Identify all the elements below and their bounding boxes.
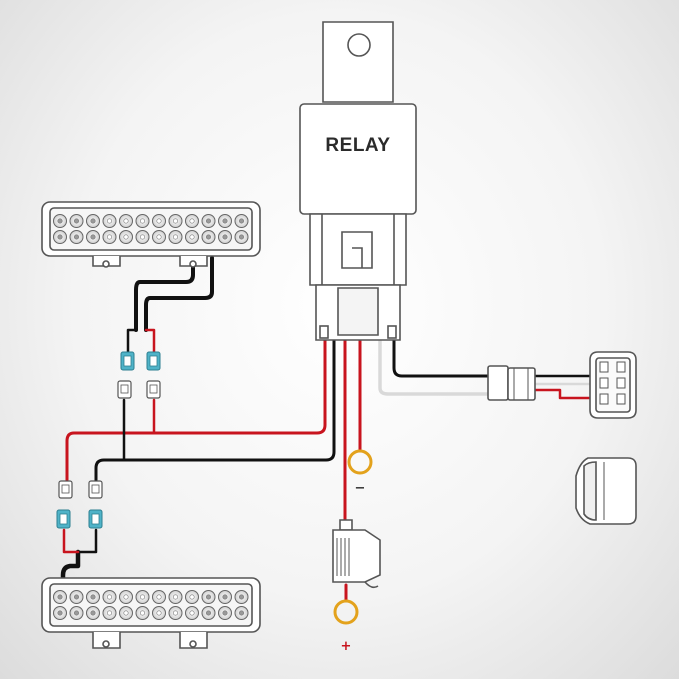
led-emitter — [90, 594, 96, 600]
led-emitter — [173, 218, 179, 224]
led-emitter — [107, 594, 113, 600]
led-emitter — [173, 610, 179, 616]
led-emitter — [189, 610, 195, 616]
connector-bottom-male-black — [88, 480, 103, 499]
led-emitter — [74, 594, 80, 600]
led-emitter — [206, 610, 212, 616]
rocker-switch-cap-icon — [575, 457, 637, 525]
led-emitter — [90, 218, 96, 224]
negative-ring-terminal: − — [347, 449, 373, 496]
led-light-bar-top — [41, 201, 261, 268]
led-emitter — [173, 594, 179, 600]
led-emitter — [156, 218, 162, 224]
rocker-switch-icon — [589, 351, 637, 419]
led-emitter — [57, 234, 63, 240]
fuse-holder-icon — [332, 519, 381, 589]
wires — [60, 256, 612, 602]
led-emitter — [90, 234, 96, 240]
relay-body — [299, 103, 417, 215]
connector-top-female-black — [120, 351, 135, 371]
led-emitter — [107, 218, 113, 224]
led-emitter — [57, 594, 63, 600]
connector-top-male-red — [146, 380, 161, 399]
led-emitter — [140, 218, 146, 224]
led-emitter — [239, 218, 245, 224]
switch-out-red — [533, 388, 606, 400]
top-bar-leds — [53, 214, 249, 244]
negative-sign: − — [355, 481, 366, 496]
led-emitter — [156, 594, 162, 600]
led-emitter — [74, 610, 80, 616]
led-emitter — [239, 234, 245, 240]
top-bar-red-lead — [144, 256, 214, 332]
led-emitter — [140, 594, 146, 600]
led-emitter — [206, 234, 212, 240]
connector-bottom-female-black — [88, 509, 103, 529]
led-emitter — [140, 610, 146, 616]
relay-mounting-tab — [322, 21, 394, 103]
led-emitter — [107, 234, 113, 240]
harness-plug-icon — [487, 365, 536, 401]
switch-white-wire — [378, 338, 492, 396]
led-light-bar-bottom — [41, 577, 261, 649]
led-emitter — [74, 218, 80, 224]
led-emitter — [222, 234, 228, 240]
led-emitter — [173, 234, 179, 240]
led-emitter — [74, 234, 80, 240]
connector-bottom-female-red — [56, 509, 71, 529]
led-emitter — [123, 218, 129, 224]
bottom-bar-leds — [53, 590, 249, 620]
led-emitter — [239, 594, 245, 600]
led-emitter — [90, 610, 96, 616]
led-emitter — [239, 610, 245, 616]
connector-top-female-red — [146, 351, 161, 371]
black-ground-wire — [94, 338, 336, 482]
led-emitter — [222, 218, 228, 224]
bottom-bar-split-red — [62, 528, 80, 554]
led-emitter — [222, 594, 228, 600]
top-bar-black-lead — [134, 256, 195, 332]
led-emitter — [123, 234, 129, 240]
led-emitter — [156, 234, 162, 240]
led-emitter — [123, 610, 129, 616]
led-emitter — [57, 610, 63, 616]
positive-ring-terminal: + — [333, 599, 359, 654]
led-emitter — [189, 218, 195, 224]
led-emitter — [206, 594, 212, 600]
led-emitter — [156, 610, 162, 616]
bottom-bar-split-black — [76, 528, 98, 554]
led-emitter — [222, 610, 228, 616]
led-emitter — [189, 234, 195, 240]
relay-label: RELAY — [325, 135, 390, 156]
led-emitter — [140, 234, 146, 240]
connector-top-male-black — [117, 380, 132, 399]
led-emitter — [107, 610, 113, 616]
led-emitter — [189, 594, 195, 600]
connector-bottom-male-red — [58, 480, 73, 499]
positive-sign: + — [341, 639, 352, 654]
led-emitter — [206, 218, 212, 224]
top-bar-split-black — [126, 328, 138, 354]
red-feed-wire — [65, 338, 327, 482]
bottom-bar-black-lead — [60, 549, 81, 586]
switch-black-wire — [392, 338, 492, 378]
top-bar-split-red — [144, 328, 156, 354]
led-emitter — [57, 218, 63, 224]
relay-icon: RELAY — [299, 21, 417, 341]
led-emitter — [123, 594, 129, 600]
